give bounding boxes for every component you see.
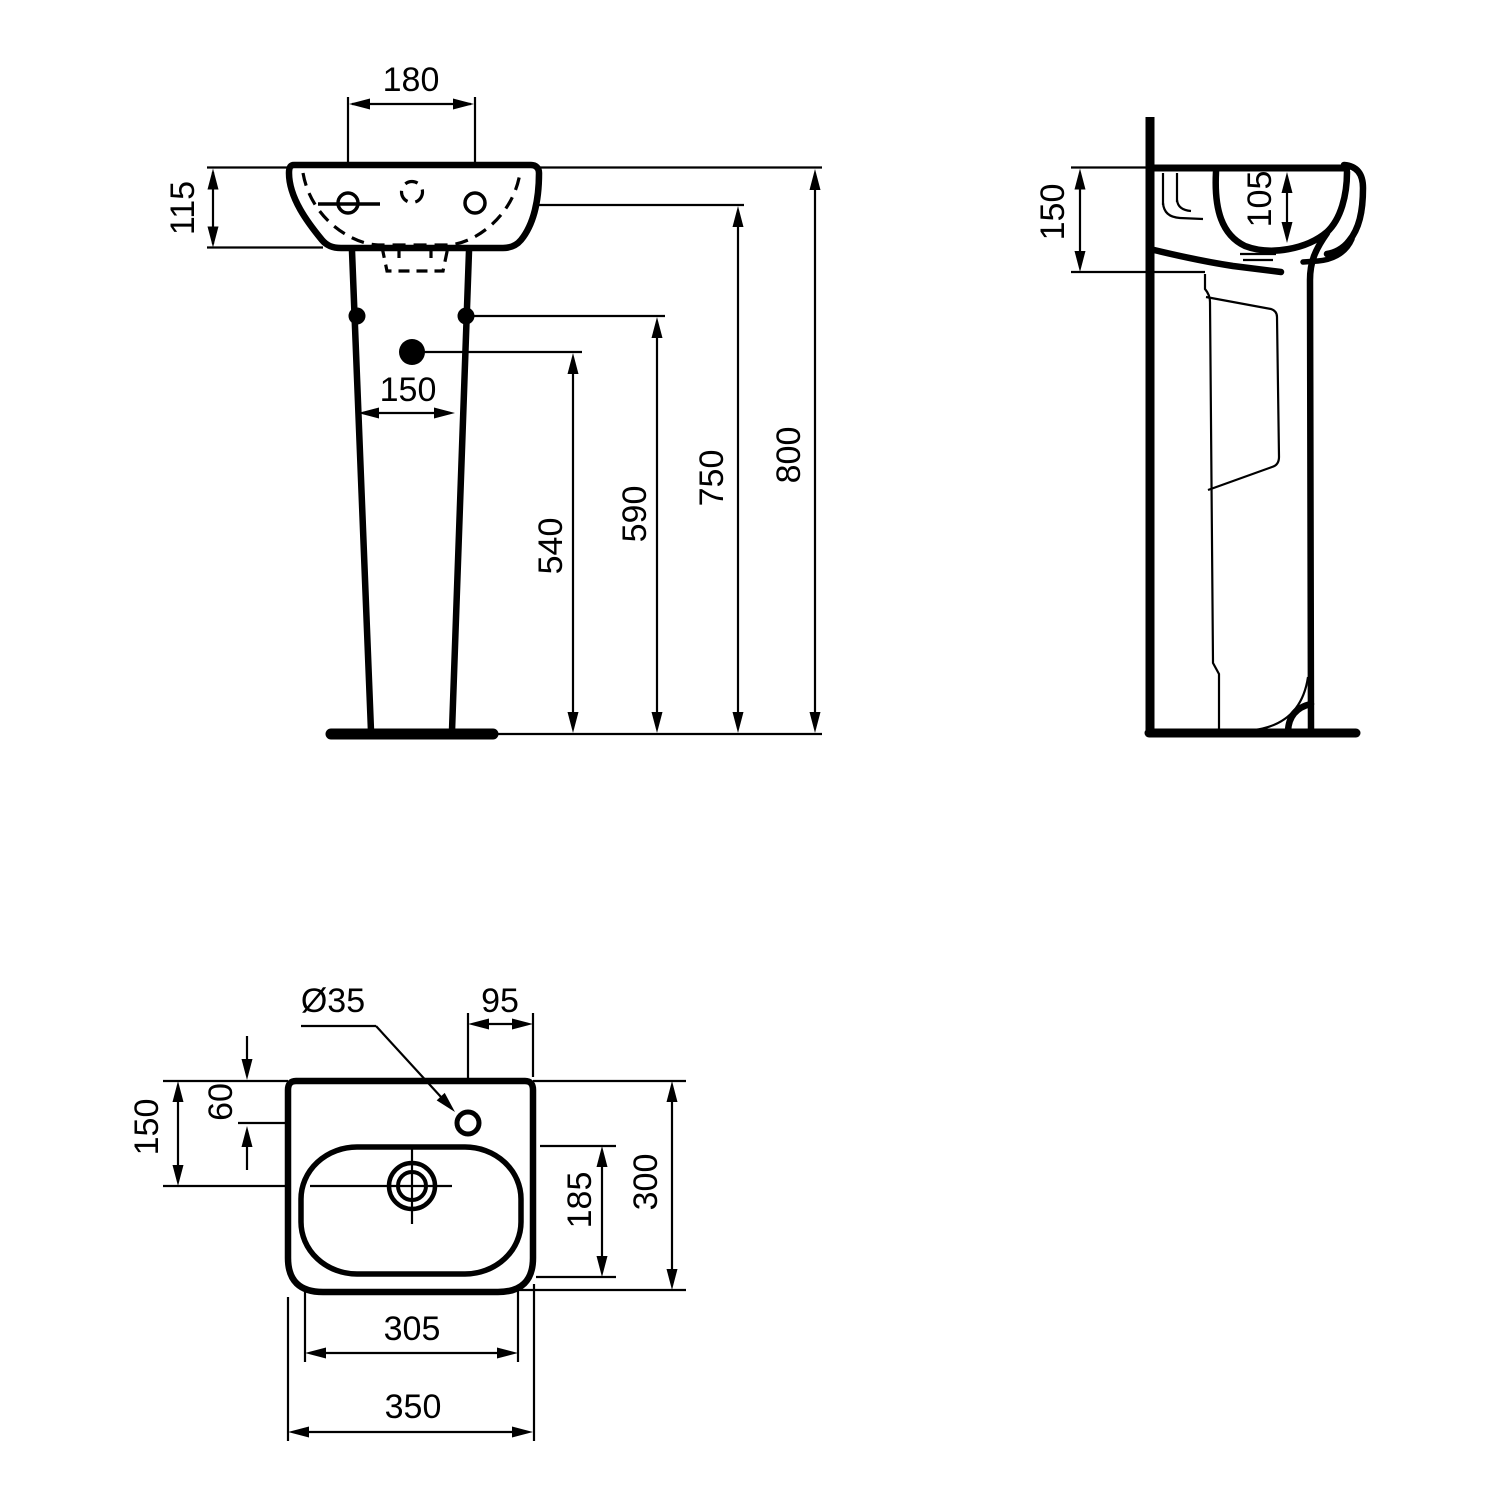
dim-drain-setback: 150	[128, 1081, 184, 1186]
tap-hole	[454, 1109, 482, 1137]
pedestal-right-edge	[448, 247, 473, 735]
dim-bowl-depth: 105	[1241, 171, 1293, 243]
drain-dot	[399, 339, 425, 365]
dim-label-pedestal-width: 150	[380, 371, 437, 409]
basin-underside	[1150, 246, 1285, 276]
drain-flange-lines	[1240, 252, 1276, 262]
dim-tap-offset: 95	[468, 982, 533, 1030]
dim-tap-setback: 60	[202, 1036, 253, 1170]
plan-view: Ø35 95 60 150 185	[128, 982, 686, 1441]
overflow-hole	[399, 179, 425, 205]
trap-dashed-outline	[380, 246, 450, 273]
dim-overall-height: 800	[770, 169, 821, 733]
dim-label-drain-height: 540	[532, 518, 570, 575]
leader-tap-diameter: Ø35	[301, 982, 455, 1112]
dim-overall-width: 350	[288, 1388, 533, 1438]
dim-fixing-height: 590	[616, 317, 663, 733]
dim-bowl-width: 305	[305, 1310, 518, 1359]
dim-label-overall-height: 800	[770, 427, 808, 484]
overflow-channel-lines	[1161, 173, 1204, 221]
dim-label-overall-width: 350	[385, 1388, 442, 1426]
fixing-hole-right	[463, 191, 487, 215]
dim-tap-hole-spacing: 180	[349, 61, 474, 110]
side-pedestal-front-edge	[1306, 229, 1331, 735]
dim-label-drain-setback: 150	[128, 1099, 166, 1156]
dim-label-bowl-front-depth: 185	[561, 1172, 599, 1229]
dim-bowl-front-depth: 185	[561, 1146, 608, 1277]
dim-label-basin-height: 115	[164, 181, 202, 235]
dim-label-tap-diameter: Ø35	[301, 982, 365, 1020]
dim-overall-depth: 300	[627, 1081, 678, 1290]
side-view: 150 105	[1034, 117, 1367, 738]
dim-side-back-height: 150	[1034, 168, 1086, 272]
basin-front-profile	[1323, 161, 1367, 258]
side-pedestal-back-line	[1203, 274, 1221, 730]
dim-rim-line-height: 750	[693, 206, 744, 733]
basin-outline	[285, 161, 543, 252]
rim-return-profile	[1300, 236, 1355, 265]
pedestal-left-edge	[348, 247, 375, 735]
front-view: 180 115 150 540 590	[164, 61, 822, 740]
dim-label-tap-setback: 60	[202, 1083, 240, 1121]
dim-drain-height: 540	[532, 353, 579, 733]
side-pedestal-foot-arc	[1284, 700, 1315, 735]
dim-pedestal-width: 150	[358, 371, 455, 419]
dim-label-bowl-depth: 105	[1241, 171, 1279, 228]
drain-outer-circle	[386, 1160, 438, 1212]
dim-label-side-back-height: 150	[1034, 184, 1072, 241]
dim-label-tap-offset: 95	[481, 982, 519, 1020]
side-pedestal-base-arc	[1253, 676, 1310, 732]
dim-label-tap-hole-spacing: 180	[383, 61, 440, 99]
side-pedestal-recess-panel	[1205, 295, 1281, 492]
dim-label-rim-line-height: 750	[693, 450, 731, 507]
dim-label-overall-depth: 300	[627, 1154, 665, 1211]
pedestal-fixing-dot-right	[457, 307, 475, 325]
drain-inner-circle	[396, 1170, 428, 1202]
dim-basin-height: 115	[164, 168, 219, 248]
pedestal-fixing-dot-left	[348, 307, 366, 325]
dim-label-bowl-width: 305	[384, 1310, 441, 1348]
dim-label-fixing-height: 590	[616, 486, 654, 543]
bowl-profile	[1212, 168, 1351, 254]
fixing-hole-left	[336, 191, 360, 215]
